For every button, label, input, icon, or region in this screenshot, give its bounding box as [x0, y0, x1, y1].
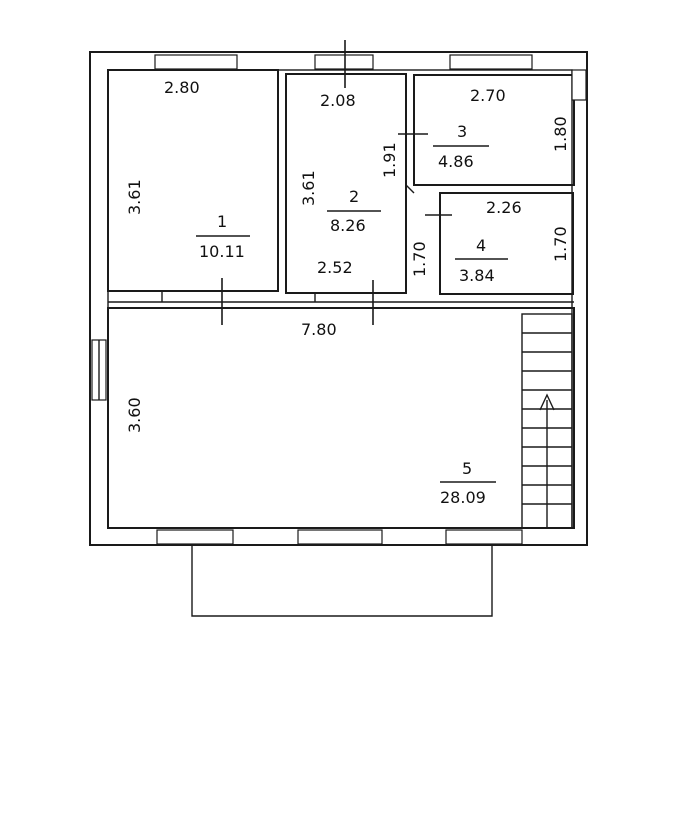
- window-top-right: [449, 54, 533, 70]
- room-1-depth: 3.61: [125, 179, 144, 215]
- room-2-depth-right-upper: 1.91: [380, 142, 399, 178]
- room-5-area: 28.09: [440, 488, 486, 507]
- room-2-notch: [405, 184, 415, 194]
- staircase: [521, 313, 573, 529]
- room-2-width-bottom: 2.52: [317, 258, 353, 277]
- stair-arrow-icon: [539, 393, 555, 411]
- room-5-width: 7.80: [301, 320, 337, 339]
- window-bottom-left: [156, 529, 234, 545]
- room-3-area: 4.86: [438, 152, 474, 171]
- room-2-depth: 3.61: [299, 170, 318, 206]
- room-5-depth: 3.60: [125, 397, 144, 433]
- porch-outline: [191, 545, 493, 617]
- room-1-number: 1: [217, 212, 227, 231]
- room-1-width: 2.80: [164, 78, 200, 97]
- window-bottom-right: [445, 529, 523, 545]
- room-5-number: 5: [462, 459, 472, 478]
- room-5-outline: [107, 307, 575, 529]
- room-3-depth: 1.80: [551, 116, 570, 152]
- room-3-number: 3: [457, 122, 467, 141]
- room-4-width: 2.26: [486, 198, 522, 217]
- room-4-outline: [439, 192, 574, 295]
- room-4-area: 3.84: [459, 266, 495, 285]
- window-top-left: [154, 54, 238, 70]
- room-2-number: 2: [349, 187, 359, 206]
- room-4-number: 4: [476, 236, 486, 255]
- outer-wall-outer-line: [89, 51, 588, 546]
- room-2-width-top: 2.08: [320, 91, 356, 110]
- window-top-middle: [314, 54, 374, 70]
- window-right: [571, 69, 587, 101]
- window-bottom-middle: [297, 529, 383, 545]
- room-2-depth-right-lower: 1.70: [410, 241, 429, 277]
- room-3-outline: [413, 74, 575, 186]
- room-3-width: 2.70: [470, 86, 506, 105]
- room-2-area: 8.26: [330, 216, 366, 235]
- room-4-depth: 1.70: [551, 226, 570, 262]
- room-2-outline: [285, 73, 407, 294]
- outer-wall-inner-line: [107, 69, 573, 529]
- room-1-outline: [107, 69, 279, 292]
- room-1-area: 10.11: [199, 242, 245, 261]
